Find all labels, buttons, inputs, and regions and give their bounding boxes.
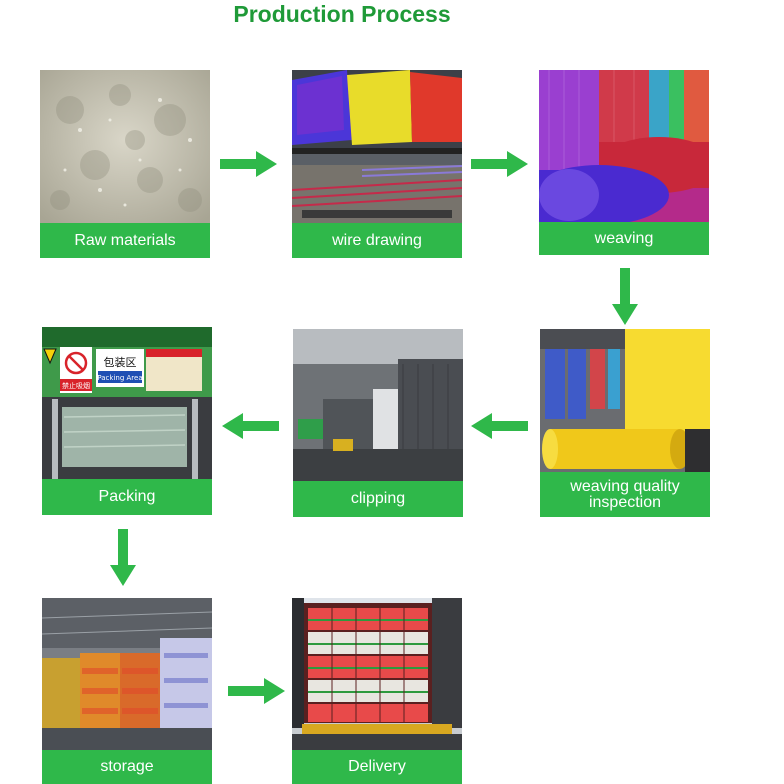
- step-label: Delivery: [292, 750, 462, 784]
- storage-photo: [42, 598, 212, 750]
- weaving-photo: [539, 70, 709, 222]
- step-label: weaving quality inspection: [540, 472, 710, 517]
- delivery-photo: [292, 598, 462, 750]
- packing-sign-cn: 包装区: [104, 356, 137, 369]
- packing-sign-en: Packing Area: [97, 374, 142, 382]
- arrow-right-icon: [228, 678, 285, 704]
- arrow-right-icon: [220, 151, 277, 177]
- weaving-quality-inspection-photo: [540, 329, 710, 474]
- arrow-left-icon: [222, 413, 279, 439]
- step-wire-drawing: wire drawing: [292, 70, 462, 258]
- arrow-down-icon: [612, 268, 638, 325]
- step-delivery: Delivery: [292, 598, 462, 784]
- clipping-photo: [293, 329, 463, 481]
- arrow-down-icon: [110, 529, 136, 586]
- arrow-right-icon: [471, 151, 528, 177]
- step-weaving: weaving: [539, 70, 709, 258]
- packing-photo: 禁止吸烟 包装区 Packing Area: [42, 327, 212, 479]
- step-weaving-quality-inspection: weaving quality inspection: [540, 329, 710, 517]
- raw-materials-photo: [40, 70, 210, 225]
- page-title: Production Process: [233, 1, 451, 27]
- arrow-left-icon: [471, 413, 528, 439]
- step-clipping: clipping: [293, 329, 463, 517]
- packing-warning-text: 禁止吸烟: [62, 381, 90, 390]
- step-label: clipping: [293, 481, 463, 517]
- step-label: storage: [42, 750, 212, 784]
- step-label: Raw materials: [40, 223, 210, 258]
- step-packing: 禁止吸烟 包装区 Packing Area Packing: [42, 327, 212, 515]
- step-storage: storage: [42, 598, 212, 784]
- step-label: wire drawing: [292, 223, 462, 258]
- step-label: Packing: [42, 479, 212, 515]
- step-raw-materials: Raw materials: [40, 70, 210, 258]
- wire-drawing-photo: [292, 70, 462, 225]
- step-label: weaving: [539, 222, 709, 255]
